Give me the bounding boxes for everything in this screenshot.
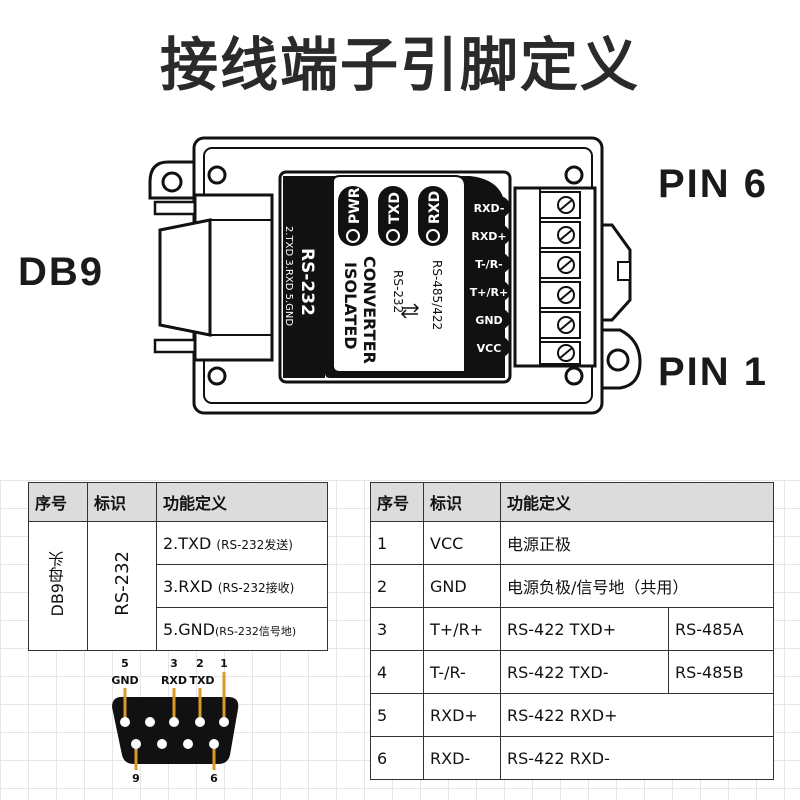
table-header-row: 序号 标识 功能定义 <box>370 482 774 522</box>
rs232-label-area <box>283 176 325 378</box>
rs232-pins-text: 2.TXD 3.RXD 5.GND <box>283 226 294 326</box>
terminal-label-1: RXD- <box>474 202 505 215</box>
db9-pinout-diagram: 5 3 2 1 GND RXD TXD 9 6 <box>111 657 239 785</box>
row-id: VCC <box>423 521 501 565</box>
db9-pins <box>120 717 229 749</box>
func-cell: 3.RXD (RS-232接收) <box>156 564 328 608</box>
pin-label-gnd: GND <box>111 674 138 687</box>
func-cell: 5.GND(RS-232信号地) <box>156 607 328 651</box>
pin1-label: PIN 1 <box>658 350 769 394</box>
db9-pin-table: 序号 标识 功能定义 DB9母头 RS-232 2.TXD (RS-232发送)… <box>28 482 328 651</box>
txd-led <box>386 229 400 243</box>
row-func: 电源正极 <box>500 521 774 565</box>
table-row: 6 RXD- RS-422 RXD- <box>370 736 774 780</box>
rs232-side-label: RS-232 <box>297 248 317 316</box>
row-no: 3 <box>370 607 424 651</box>
table-row: 3.RXD (RS-232接收) <box>29 564 328 608</box>
db9-group-cell: DB9母头 <box>28 521 88 651</box>
row-func: RS-422 RXD+ <box>500 693 774 737</box>
pin-num-1: 1 <box>220 657 228 670</box>
func-main: 2.TXD <box>163 533 212 553</box>
led-label-rxd: RXD <box>427 191 443 224</box>
terminal-pin-table: 序号 标识 功能定义 1 VCC 电源正极 2 GND 电源负极/信号地（共用）… <box>370 482 774 780</box>
func-note: (RS-232接收) <box>217 580 295 595</box>
func-note: (RS-232信号地) <box>214 624 297 638</box>
row-extra: RS-485B <box>668 650 774 694</box>
led-label-pwr: PWR <box>347 187 363 224</box>
db9-group-label: DB9母头 <box>48 551 67 617</box>
pin-num-6: 6 <box>210 772 218 785</box>
pin-num-5: 5 <box>121 657 129 670</box>
header-id: 标识 <box>423 482 501 522</box>
header-id: 标识 <box>87 482 157 522</box>
terminal-label-5: GND <box>475 314 502 327</box>
row-no: 4 <box>370 650 424 694</box>
row-id: RXD- <box>423 736 501 780</box>
pin-label-rxd: RXD <box>161 674 187 687</box>
row-id: T-/R- <box>423 650 501 694</box>
table-row: 2 GND 电源负极/信号地（共用） <box>370 564 774 608</box>
table-row: 5 RXD+ RS-422 RXD+ <box>370 693 774 737</box>
table-row: 4 T-/R- RS-422 TXD- RS-485B <box>370 650 774 694</box>
terminal-label-3: T-/R- <box>475 258 503 271</box>
terminal-block <box>513 186 597 368</box>
row-extra: RS-485A <box>668 607 774 651</box>
row-no: 2 <box>370 564 424 608</box>
row-no: 6 <box>370 736 424 780</box>
rxd-led <box>426 229 440 243</box>
row-no: 5 <box>370 693 424 737</box>
right-mount-ear <box>595 223 642 390</box>
pin6-label: PIN 6 <box>658 162 769 206</box>
row-id: RXD+ <box>423 693 501 737</box>
rs232-id-cell: RS-232 <box>87 521 157 651</box>
converter-text: CONVERTER <box>360 256 379 364</box>
header-func: 功能定义 <box>500 482 774 522</box>
terminal-labels: RXD- RXD+ T-/R- T+/R+ GND VCC <box>468 196 510 358</box>
row-id: T+/R+ <box>423 607 501 651</box>
table-row: DB9母头 RS-232 2.TXD (RS-232发送) <box>28 521 328 651</box>
terminal-label-2: RXD+ <box>471 230 506 243</box>
pin-num-9: 9 <box>132 772 140 785</box>
terminal-label-6: VCC <box>477 342 502 355</box>
row-no: 1 <box>370 521 424 565</box>
header-no: 序号 <box>28 482 88 522</box>
pwr-led <box>346 229 360 243</box>
isolated-text: ISOLATED <box>341 262 360 350</box>
converter-device-diagram: PWR TXD RXD RS-232 2.TXD 3.RXD 5.GND ISO… <box>148 136 642 415</box>
terminal-label-4: T+/R+ <box>470 286 508 299</box>
table-row: 5.GND(RS-232信号地) <box>29 607 328 651</box>
db9-label: DB9 <box>18 250 105 294</box>
row-func: RS-422 TXD- <box>500 650 669 694</box>
led-label-txd: TXD <box>387 192 403 224</box>
row-func: RS-422 RXD- <box>500 736 774 780</box>
corner-screws <box>207 165 584 386</box>
func-main: 3.RXD <box>163 576 213 596</box>
func-main: 5.GND <box>163 619 215 639</box>
conversion-arrows-icon <box>400 303 420 319</box>
pin-num-3: 3 <box>170 657 178 670</box>
conv-right-text: RS-485/422 <box>430 260 444 330</box>
page-title: 接线端子引脚定义 <box>159 31 640 99</box>
left-mount-ear <box>148 160 197 200</box>
db9-connector <box>153 193 274 362</box>
conv-left-text: RS-232 <box>391 270 405 313</box>
row-id: GND <box>423 564 501 608</box>
db9-shell <box>112 696 239 764</box>
header-func: 功能定义 <box>156 482 328 522</box>
func-note: (RS-232发送) <box>216 537 293 552</box>
row-func: 电源负极/信号地（共用） <box>500 564 774 608</box>
func-cell: 2.TXD (RS-232发送) <box>156 521 328 565</box>
table-row: 3 T+/R+ RS-422 TXD+ RS-485A <box>370 607 774 651</box>
row-func: RS-422 TXD+ <box>500 607 669 651</box>
pin-label-txd: TXD <box>189 674 214 687</box>
table-header-row: 序号 标识 功能定义 <box>28 482 328 522</box>
pin-num-2: 2 <box>196 657 204 670</box>
table-row: 1 VCC 电源正极 <box>370 521 774 565</box>
led-indicators: PWR TXD RXD <box>338 186 448 246</box>
rs232-id-label: RS-232 <box>111 551 133 616</box>
header-no: 序号 <box>370 482 424 522</box>
